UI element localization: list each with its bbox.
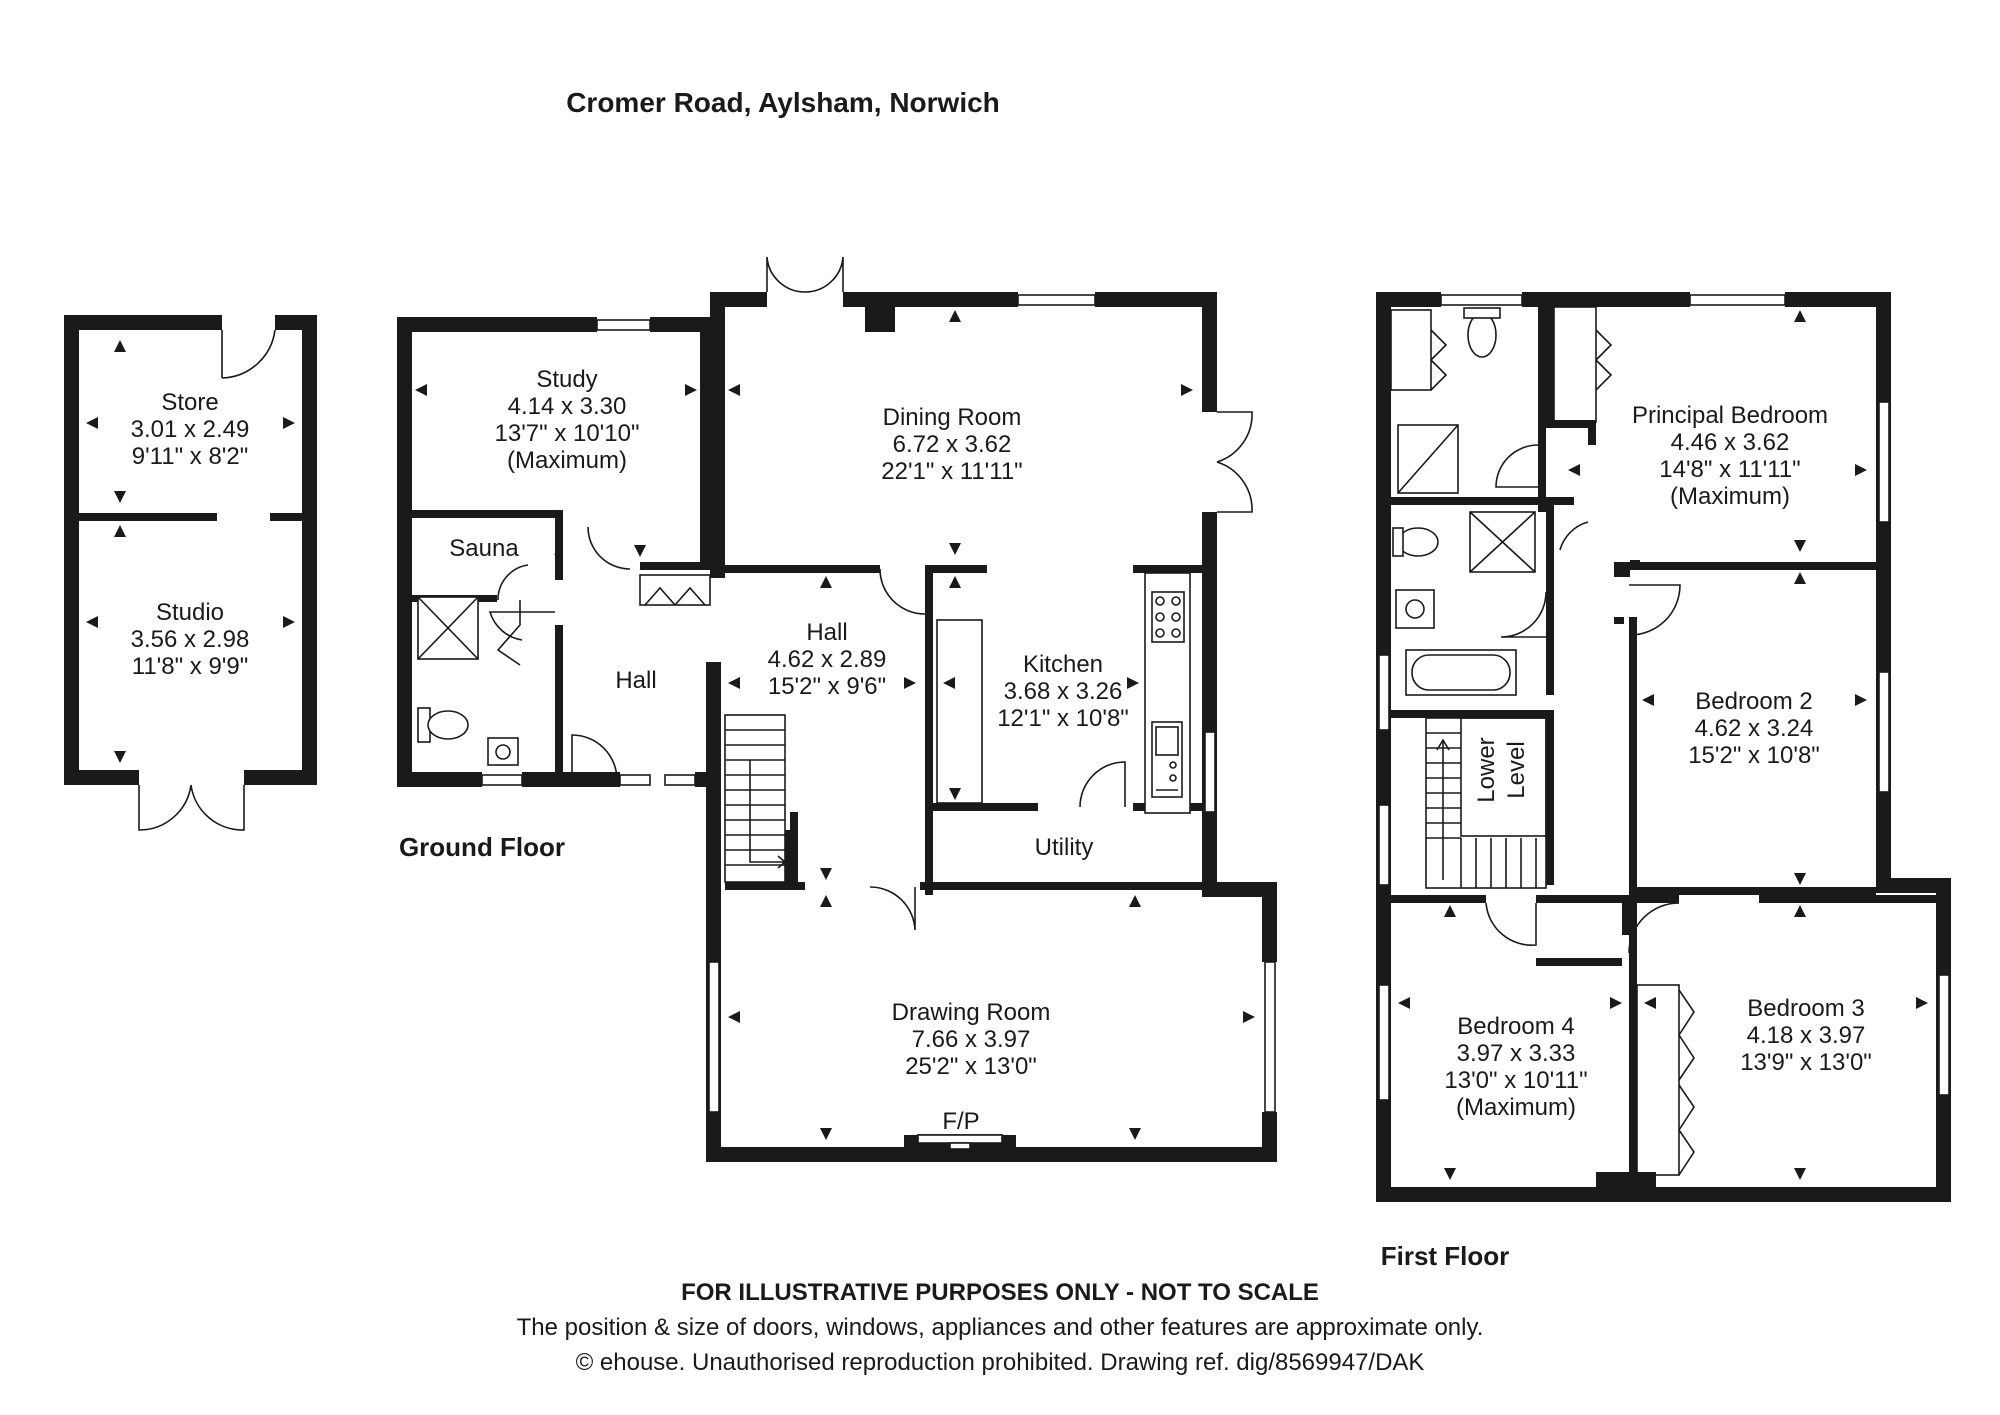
room-principal-imperial: 14'8" x 11'11" (1659, 456, 1800, 483)
ground-floor-walls (397, 256, 1277, 1162)
room-principal-note: (Maximum) (1670, 483, 1790, 510)
room-hall: Hall 4.62 x 2.89 15'2" x 9'6" (768, 619, 887, 700)
room-sauna-name: Sauna (449, 535, 519, 562)
room-study-metric: 4.14 x 3.30 (508, 393, 627, 420)
room-store-name: Store (161, 389, 218, 416)
room-kitchen-name: Kitchen (1023, 651, 1103, 678)
room-study-imperial: 13'7" x 10'10" (495, 420, 640, 447)
first-floor-label: First Floor (1381, 1241, 1510, 1271)
room-kitchen-imperial: 12'1" x 10'8" (997, 705, 1129, 732)
room-studio-imperial: 11'8" x 9'9" (132, 653, 249, 680)
room-dining-name: Dining Room (883, 404, 1022, 431)
room-drawing-imperial: 25'2" x 13'0" (905, 1053, 1037, 1080)
staircase (724, 714, 793, 883)
room-bed2-metric: 4.62 x 3.24 (1695, 715, 1814, 742)
room-bed2-name: Bedroom 2 (1695, 688, 1812, 715)
room-principal-metric: 4.46 x 3.62 (1671, 429, 1790, 456)
room-bed4-note: (Maximum) (1456, 1094, 1576, 1121)
room-bed4-metric: 3.97 x 3.33 (1457, 1040, 1576, 1067)
room-bedroom-3: Bedroom 3 4.18 x 3.97 13'9" x 13'0" (1740, 995, 1872, 1076)
room-drawing-metric: 7.66 x 3.97 (912, 1026, 1031, 1053)
lower-level-line2: Level (1503, 741, 1530, 798)
room-study-note: (Maximum) (507, 447, 627, 474)
room-store-imperial: 9'11" x 8'2" (132, 443, 249, 470)
copyright-line: © ehouse. Unauthorised reproduction proh… (576, 1349, 1425, 1376)
room-store: Store 3.01 x 2.49 9'11" x 8'2" (131, 389, 250, 470)
room-hall-imperial: 15'2" x 9'6" (768, 673, 886, 700)
room-dining-metric: 6.72 x 3.62 (893, 431, 1012, 458)
outbuilding (64, 315, 317, 831)
room-bed3-name: Bedroom 3 (1747, 995, 1864, 1022)
ground-floor-label: Ground Floor (399, 832, 565, 862)
room-bedroom-4: Bedroom 4 3.97 x 3.33 13'0" x 10'11" (Ma… (1444, 1013, 1587, 1121)
room-dining: Dining Room 6.72 x 3.62 22'1" x 11'11" (881, 404, 1022, 485)
room-principal-name: Principal Bedroom (1632, 402, 1828, 429)
first-floor-staircase (1425, 717, 1547, 889)
room-bed3-metric: 4.18 x 3.97 (1747, 1022, 1866, 1049)
disclaimer-heading: FOR ILLUSTRATIVE PURPOSES ONLY - NOT TO … (681, 1279, 1319, 1306)
disclaimer-note: The position & size of doors, windows, a… (517, 1314, 1484, 1341)
room-hall-name: Hall (806, 619, 847, 646)
room-bedroom-2: Bedroom 2 4.62 x 3.24 15'2" x 10'8" (1688, 688, 1820, 769)
room-bed3-imperial: 13'9" x 13'0" (1740, 1049, 1872, 1076)
fireplace-label: F/P (942, 1108, 979, 1135)
room-bed2-imperial: 15'2" x 10'8" (1688, 742, 1820, 769)
room-hall-small-name: Hall (615, 667, 656, 694)
room-bed4-imperial: 13'0" x 10'11" (1444, 1067, 1587, 1094)
room-principal-bedroom: Principal Bedroom 4.46 x 3.62 14'8" x 11… (1632, 402, 1828, 510)
lower-level-line1: Lower (1473, 737, 1500, 802)
room-bed4-name: Bedroom 4 (1457, 1013, 1574, 1040)
plan-title: Cromer Road, Aylsham, Norwich (566, 87, 1000, 118)
lower-level-label: Lower Level (1473, 737, 1530, 802)
room-kitchen: Kitchen 3.68 x 3.26 12'1" x 10'8" (997, 651, 1129, 732)
room-study: Study 4.14 x 3.30 13'7" x 10'10" (Maximu… (495, 366, 640, 474)
room-studio-name: Studio (156, 599, 224, 626)
first-floor-walls (1376, 292, 1951, 1202)
room-study-name: Study (536, 366, 597, 393)
room-store-metric: 3.01 x 2.49 (131, 416, 250, 443)
room-utility-name: Utility (1035, 834, 1094, 861)
room-drawing-name: Drawing Room (892, 999, 1051, 1026)
room-hall-metric: 4.62 x 2.89 (768, 646, 887, 673)
room-drawing: Drawing Room 7.66 x 3.97 25'2" x 13'0" F… (892, 999, 1051, 1135)
room-studio: Studio 3.56 x 2.98 11'8" x 9'9" (131, 599, 250, 680)
room-dining-imperial: 22'1" x 11'11" (881, 458, 1022, 485)
room-kitchen-metric: 3.68 x 3.26 (1004, 678, 1123, 705)
room-studio-metric: 3.56 x 2.98 (131, 626, 250, 653)
